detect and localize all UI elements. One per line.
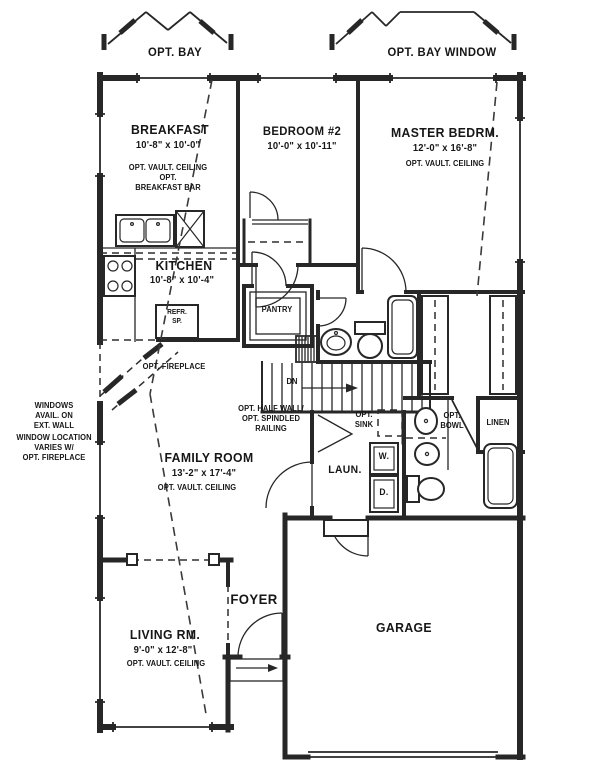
master-tub (483, 443, 518, 509)
stairs-down-arrow (302, 383, 358, 393)
linen-door (451, 399, 479, 451)
hall-bath-tub (387, 295, 418, 359)
dryer-label: D. (379, 487, 389, 497)
kitchen-dims: 10'-8" x 10'-4" (149, 275, 215, 286)
laundry-door (265, 461, 313, 509)
breakfast-dims: 10'-8" x 10'-0" (135, 140, 201, 151)
family-dims: 13'-2" x 17'-4" (171, 468, 237, 479)
opt-bowl-note: OPT. BOWL (440, 411, 464, 431)
cased-opening-living (126, 553, 220, 566)
garage-label: GARAGE (376, 620, 432, 635)
master-bath-vanity (406, 400, 449, 470)
front-door (237, 612, 283, 658)
garage-step (323, 519, 369, 537)
bay-window-right-outline (329, 11, 517, 50)
fireplace-label: OPT. FIREPLACE (142, 362, 206, 371)
window-location-note: WINDOW LOCATION VARIES W/ OPT. FIREPLACE (16, 433, 92, 463)
family-name: FAMILY ROOM (164, 450, 254, 465)
windows-avail-note: WINDOWS AVAIL. ON EXT. WALL (33, 401, 75, 431)
master-toilet (406, 475, 445, 503)
bay-right-label: OPT. BAY WINDOW (387, 45, 497, 59)
laundry-label: LAUN. (328, 464, 362, 476)
hall-bath-toilet (354, 321, 386, 359)
bay-window-left-outline (101, 11, 234, 50)
linen-label: LINEN (486, 418, 510, 427)
washer-label: W. (378, 451, 390, 461)
refrigerator-label: REFR. SP. (167, 309, 187, 325)
living-name: LIVING RM. (129, 627, 201, 642)
master-dims: 12'-0" x 16'-8" (412, 143, 478, 154)
master-name: MASTER BEDRM. (390, 125, 500, 140)
kitchen-name: KITCHEN (155, 258, 213, 273)
refrigerator-space (155, 304, 199, 339)
laundry-washer-box (369, 442, 399, 475)
option-cut-lines (149, 79, 498, 715)
dishwasher (175, 210, 205, 248)
laundry-dryer-box (369, 475, 399, 513)
hall-bath-door (317, 297, 347, 327)
bedroom2-closet (242, 191, 312, 264)
breakfast-note: OPT. VAULT. CEILING OPT. BREAKFAST BAR (128, 163, 208, 193)
master-door (361, 247, 407, 293)
garage-service-door (323, 517, 369, 557)
foyer-label: FOYER (230, 591, 278, 607)
laundry-opt-sink-outline (377, 409, 403, 437)
garage-door (308, 751, 498, 758)
bedroom2-dims: 10'-0" x 10'-11" (267, 141, 337, 152)
windows (95, 73, 525, 732)
closet-rods (421, 295, 517, 395)
living-note: OPT. VAULT. CEILING (126, 659, 206, 668)
front-stoop (229, 658, 284, 682)
opt-sink-note: OPT. SINK (354, 410, 374, 430)
bedroom2-name: BEDROOM #2 (262, 124, 342, 138)
stairs-down-label: DN (286, 377, 298, 386)
master-sink (414, 442, 440, 466)
opt-bowl-fixture (414, 407, 438, 435)
fireplace (99, 337, 179, 411)
breakfast-name: BREAKFAST (130, 122, 210, 137)
master-note: OPT. VAULT. CEILING (405, 159, 485, 168)
bay-left-label: OPT. BAY (147, 45, 203, 59)
pantry-closet (242, 251, 314, 348)
range (103, 255, 136, 297)
half-wall-leader (317, 414, 354, 453)
living-dims: 9'-0" x 12'-8" (133, 645, 193, 656)
pantry-label: PANTRY (261, 305, 293, 314)
half-wall-note: OPT. HALF WALL/ OPT. SPINDLED RAILING (238, 404, 304, 434)
family-note: OPT. VAULT. CEILING (157, 483, 237, 492)
kitchen-sink (115, 214, 175, 247)
bedroom2-door (255, 264, 299, 308)
hall-bath-sink (320, 328, 352, 356)
